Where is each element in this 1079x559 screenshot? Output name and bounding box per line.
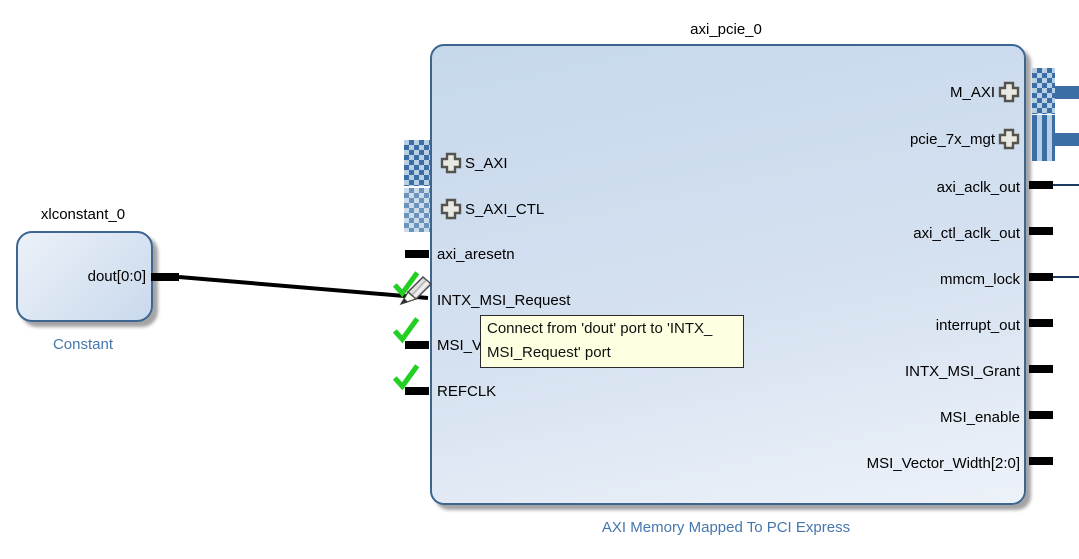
plus-expand-icon[interactable] (998, 128, 1020, 150)
pin-stub[interactable] (405, 341, 429, 349)
port-intx-msi-grant[interactable]: INTX_MSI_Grant (905, 360, 1020, 382)
s-axi-ctl-interface-hatch[interactable] (404, 188, 430, 232)
xlconstant-instance-name[interactable]: xlconstant_0 (40, 206, 126, 223)
port-label: axi_ctl_aclk_out (913, 224, 1020, 242)
pin-stub[interactable] (1029, 365, 1053, 373)
connection-tooltip: Connect from 'dout' port to 'INTX_ MSI_R… (480, 315, 744, 368)
axi-pcie-block[interactable] (430, 44, 1026, 505)
wire-offscreen (1053, 184, 1079, 186)
port-label: INTX_MSI_Grant (904, 362, 1020, 380)
port-s-axi-ctl[interactable]: S_AXI_CTL (440, 198, 544, 220)
port-label: MSI_enable (939, 408, 1020, 426)
port-mmcm-lock[interactable]: mmcm_lock (940, 268, 1020, 290)
port-label: axi_aclk_out (936, 178, 1020, 196)
port-label: INTX_MSI_Request (437, 291, 571, 309)
port-msi-enable[interactable]: MSI_enable (940, 406, 1020, 428)
port-label: REFCLK (437, 382, 497, 400)
pin-stub[interactable] (1029, 181, 1053, 189)
port-intx-msi-request[interactable]: INTX_MSI_Request (437, 289, 570, 311)
tooltip-line-1: Connect from 'dout' port to 'INTX_ (487, 320, 713, 337)
pcie-7x-mgt-interface-bar (1055, 133, 1079, 146)
axi-pcie-instance-name[interactable]: axi_pcie_0 (690, 21, 762, 38)
port-pcie-7x-mgt[interactable]: pcie_7x_mgt (910, 128, 1020, 150)
port-refclk[interactable]: REFCLK (437, 380, 496, 402)
m-axi-interface-hatch[interactable] (1032, 68, 1055, 114)
port-label: S_AXI_CTL (465, 200, 545, 218)
xlconstant-type-label: Constant (52, 336, 114, 353)
port-msi-vector-width[interactable]: MSI_Vector_Width[2:0] (867, 452, 1020, 474)
pin-stub[interactable] (1029, 227, 1053, 235)
port-interrupt-out[interactable]: interrupt_out (936, 314, 1020, 336)
plus-expand-icon[interactable] (998, 81, 1020, 103)
wire-offscreen (1053, 276, 1079, 278)
plus-expand-icon[interactable] (440, 152, 462, 174)
port-label: MSI_Vector_Width[2:0] (866, 454, 1020, 472)
port-label: pcie_7x_mgt (909, 130, 995, 148)
port-s-axi[interactable]: S_AXI (440, 152, 508, 174)
port-label: interrupt_out (935, 316, 1020, 334)
pin-stub[interactable] (1029, 411, 1053, 419)
pin-stub[interactable] (1029, 319, 1053, 327)
port-label: axi_aresetn (437, 245, 515, 263)
valid-connection-checkmark-icon (392, 317, 420, 344)
m-axi-interface-bar (1055, 86, 1079, 99)
port-axi-aclk-out[interactable]: axi_aclk_out (937, 176, 1020, 198)
xlconstant-block[interactable] (16, 231, 153, 322)
s-axi-interface-hatch[interactable] (404, 140, 430, 186)
port-label: MSI_V (437, 336, 483, 354)
port-msi-v[interactable]: MSI_V (437, 334, 482, 356)
pcie-7x-mgt-interface-stripes[interactable] (1032, 115, 1055, 161)
valid-connection-checkmark-icon (392, 364, 420, 391)
port-axi-ctl-aclk-out[interactable]: axi_ctl_aclk_out (913, 222, 1020, 244)
port-label: mmcm_lock (939, 270, 1020, 288)
axi-pcie-type-label: AXI Memory Mapped To PCI Express (601, 519, 851, 536)
pin-stub[interactable] (405, 250, 429, 258)
tooltip-line-2: MSI_Request' port (487, 344, 611, 361)
port-axi-aresetn[interactable]: axi_aresetn (437, 243, 515, 265)
port-dout[interactable]: dout[0:0] (87, 268, 146, 285)
valid-connection-checkmark-icon (392, 271, 420, 298)
pin-stub[interactable] (405, 387, 429, 395)
pin-stub[interactable] (1029, 273, 1053, 281)
pin-stub[interactable] (1029, 457, 1053, 465)
pencil-cursor-icon (399, 275, 433, 306)
port-m-axi[interactable]: M_AXI (950, 81, 1020, 103)
port-label: M_AXI (949, 83, 995, 101)
dout-pin-stub[interactable] (151, 273, 179, 281)
port-label: S_AXI (465, 154, 508, 172)
plus-expand-icon[interactable] (440, 198, 462, 220)
